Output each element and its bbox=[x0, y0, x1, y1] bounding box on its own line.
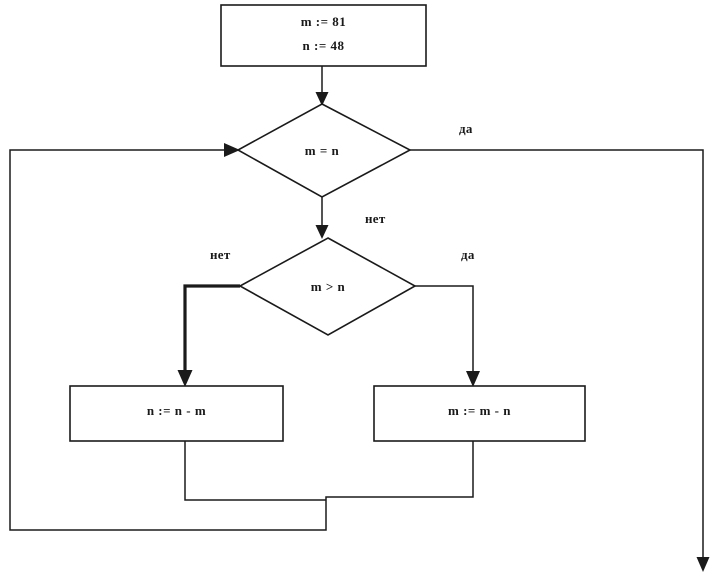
edge-label-equal-yes: да bbox=[459, 121, 473, 136]
decision-greater-label: m > n bbox=[311, 279, 346, 294]
edge-greater-no bbox=[177, 284, 240, 387]
edge-label-equal-no: нет bbox=[365, 211, 386, 226]
node-decision-equal[interactable]: m = n bbox=[236, 103, 412, 198]
assign-n-box-shape bbox=[69, 385, 284, 442]
edge-assign-n-to-merge bbox=[184, 441, 326, 501]
decision-equal-shape bbox=[236, 103, 412, 198]
arrow-head-icon bbox=[177, 370, 193, 387]
assign-m-label: m := m - n bbox=[448, 403, 511, 418]
decision-equal-label: m = n bbox=[305, 143, 340, 158]
arrow-head-icon bbox=[466, 371, 480, 387]
init-line-1: m := 81 bbox=[301, 14, 347, 29]
assign-m-box-shape bbox=[373, 385, 586, 442]
node-decision-greater[interactable]: m > n bbox=[238, 237, 417, 336]
edge-init-to-equal bbox=[315, 66, 329, 106]
init-line-2: n := 48 bbox=[303, 38, 345, 53]
edge-equal-no bbox=[315, 197, 329, 239]
init-box-shape bbox=[220, 4, 427, 67]
arrow-head-icon bbox=[224, 143, 240, 157]
edge-greater-yes bbox=[415, 285, 480, 387]
assign-n-label: n := n - m bbox=[147, 403, 206, 418]
arrow-head-icon bbox=[315, 92, 329, 106]
edge-equal-yes bbox=[410, 149, 710, 572]
edge-label-greater-yes: да bbox=[461, 247, 475, 262]
decision-greater-shape bbox=[238, 237, 417, 336]
node-init[interactable]: m := 81 n := 48 bbox=[220, 4, 427, 67]
node-assign-m[interactable]: m := m - n bbox=[373, 385, 586, 442]
edge-assign-m-to-merge bbox=[382, 441, 474, 498]
arrow-head-icon bbox=[696, 557, 710, 572]
edge-loop-back bbox=[9, 143, 382, 531]
edge-label-greater-no: нет bbox=[210, 247, 231, 262]
arrow-head-icon bbox=[315, 225, 329, 239]
node-assign-n[interactable]: n := n - m bbox=[69, 385, 284, 442]
